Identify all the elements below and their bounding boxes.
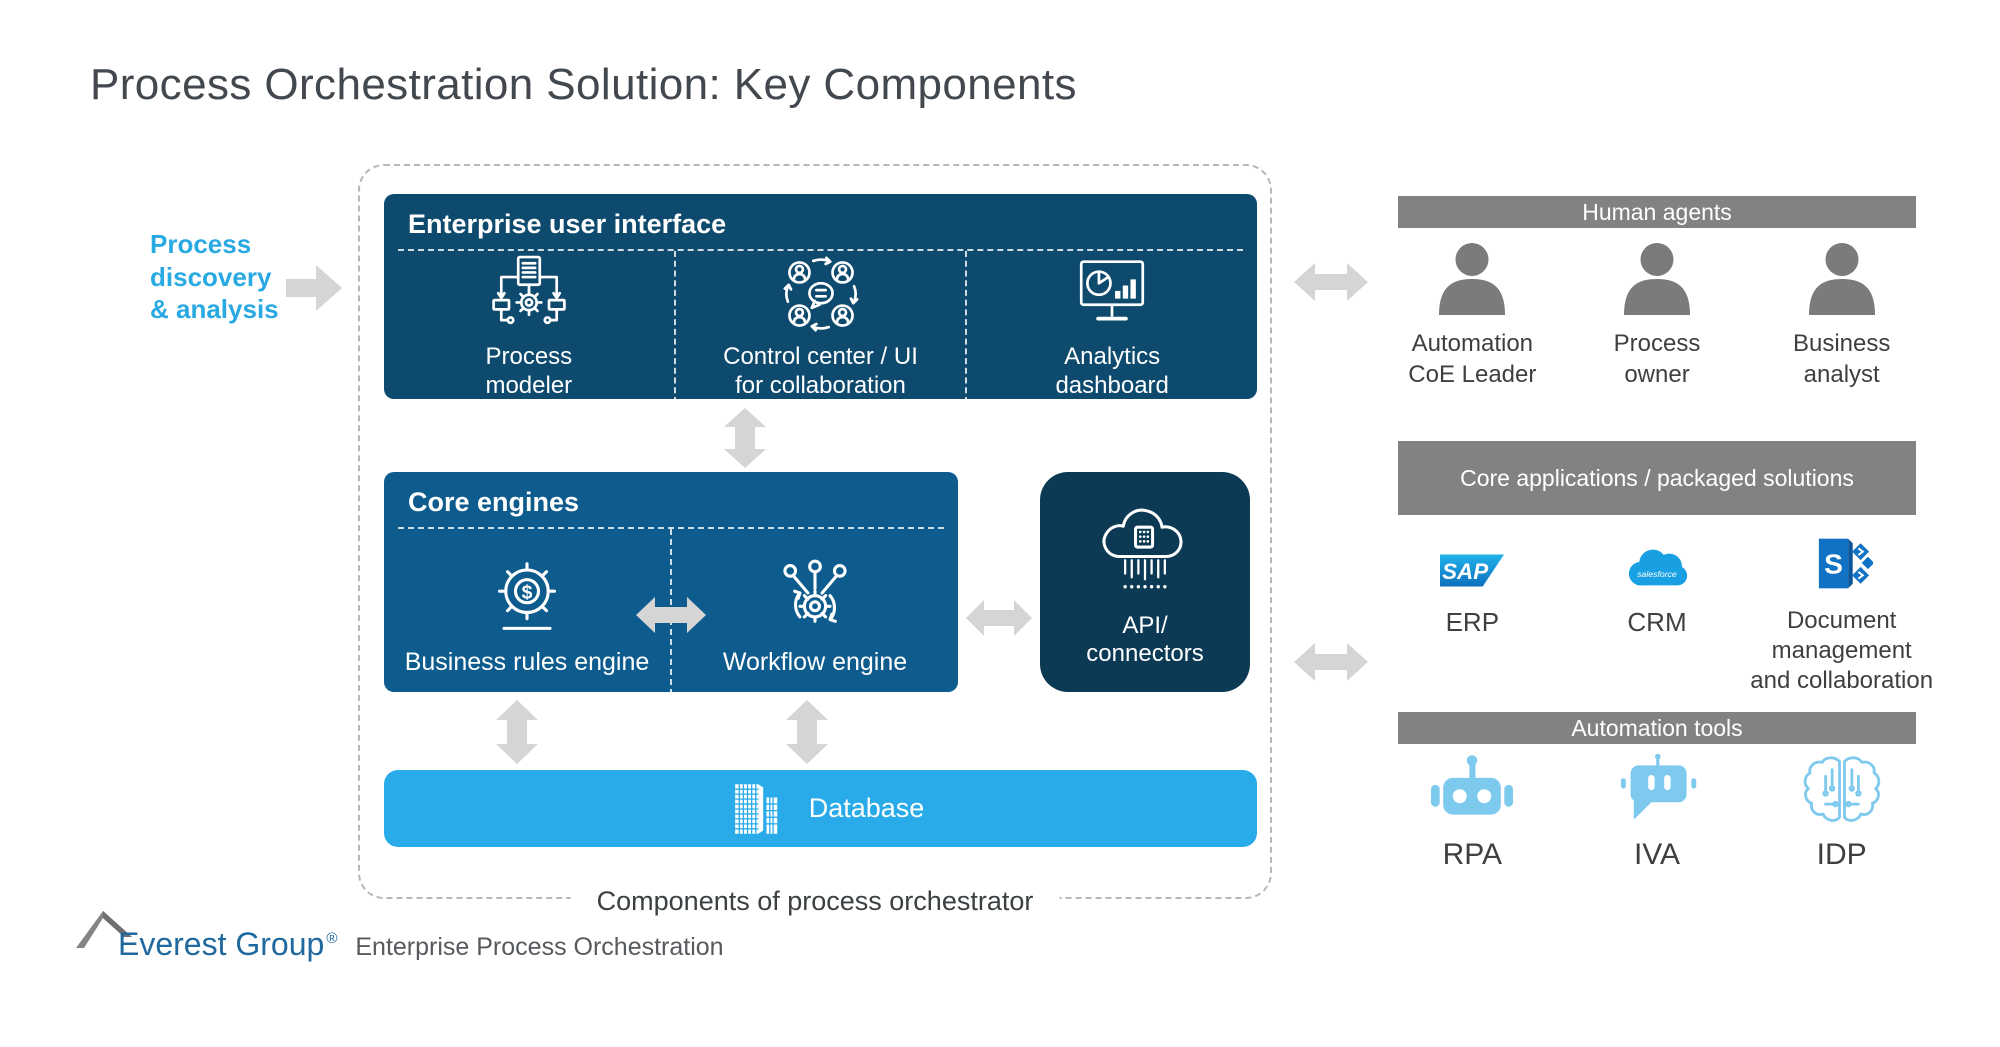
automation-tool-label: IVA (1633, 838, 1681, 871)
api-connectors-label: API/ connectors (1086, 611, 1204, 667)
database-label: Database (808, 793, 925, 823)
core-engines-item-workflow: Workflow engine (670, 529, 958, 695)
enterprise-ui-item-label: Analytics dashboard (1055, 343, 1169, 399)
enterprise-ui-item-label: Process modeler (485, 343, 573, 399)
iva-chatbot-icon (1621, 753, 1697, 820)
rpa-robot-icon (1431, 755, 1514, 815)
vertical-double-arrow-icon (496, 700, 538, 764)
page-title: Process Orchestration Solution: Key Comp… (90, 60, 1077, 109)
core-app-item-docmgmt: S Document management and collaboration (1749, 534, 1934, 696)
api-cloud-icon (1102, 508, 1183, 589)
divider (398, 527, 944, 529)
core-apps-header: Core applications / packaged solutions (1398, 441, 1916, 515)
orchestrator-caption: Components of process orchestrator (570, 886, 1060, 917)
business-rules-engine-icon: $ (498, 562, 556, 630)
core-app-item-crm: salesforce CRM (1565, 534, 1750, 696)
core-engines-title: Core engines (408, 487, 580, 517)
vertical-double-arrow-icon (724, 408, 766, 468)
human-agent-label: Automation CoE Leader (1408, 330, 1537, 389)
svg-text:SAP: SAP (1442, 559, 1488, 584)
analytics-dashboard-icon (1080, 260, 1145, 321)
human-agents-row: Automation CoE Leader Process owner Busi… (1380, 238, 1934, 390)
person-icon (1624, 243, 1690, 315)
everest-mountain-icon (76, 911, 132, 948)
automation-tools-row: RPA IVA (1380, 750, 1934, 872)
human-agent-label: Business analyst (1792, 330, 1891, 389)
process-modeler-icon (492, 255, 566, 325)
core-engines-box: Core engines $ Business rules engine (384, 472, 958, 695)
core-app-label: ERP (1445, 607, 1500, 637)
core-engines-item-label: Business rules engine (404, 647, 650, 676)
human-agent-item: Automation CoE Leader (1380, 238, 1565, 390)
human-agent-item: Business analyst (1749, 238, 1934, 390)
horizontal-double-arrow-icon (966, 600, 1032, 636)
automation-tool-label: IDP (1816, 838, 1867, 871)
idp-brain-icon (1803, 756, 1880, 822)
collaboration-icon (783, 256, 858, 332)
svg-text:$: $ (522, 581, 533, 603)
automation-tool-item-iva: IVA (1565, 750, 1750, 872)
automation-tool-label: RPA (1442, 838, 1503, 871)
orchestrator-container: Components of process orchestrator (358, 164, 1272, 917)
api-connectors-box: API/ connectors (1040, 472, 1250, 692)
process-discovery-label: Process discovery & analysis (150, 229, 279, 324)
person-icon (1808, 243, 1875, 315)
enterprise-ui-item-label: Control center / UI for collaboration (723, 343, 918, 399)
database-building-icon (734, 783, 777, 834)
footer-subtitle: Enterprise Process Orchestration (355, 933, 724, 961)
human-agents-header: Human agents (1398, 196, 1916, 228)
enterprise-ui-item-process-modeler: Process modeler (384, 251, 674, 403)
horizontal-double-arrow-icon (636, 597, 706, 633)
automation-tool-item-idp: IDP (1749, 750, 1934, 872)
divider (398, 249, 1243, 251)
core-app-label: CRM (1627, 607, 1687, 637)
core-app-label: Document management and collaboration (1750, 607, 1934, 694)
vertical-double-arrow-icon (786, 700, 828, 764)
right-arrow-icon (286, 265, 342, 311)
core-apps-row: SAP ERP salesforce CRM (1380, 534, 1934, 696)
automation-tool-item-rpa: RPA (1380, 750, 1565, 872)
core-engines-item-business-rules: $ Business rules engine (384, 529, 670, 695)
svg-text:salesforce: salesforce (1637, 569, 1677, 579)
workflow-engine-icon (783, 559, 847, 623)
database-bar: Database (384, 770, 1257, 847)
enterprise-ui-box: Enterprise user interface (384, 194, 1257, 403)
automation-tools-header: Automation tools (1398, 712, 1916, 744)
horizontal-double-arrow-icon (1294, 263, 1368, 301)
core-app-item-erp: SAP ERP (1380, 534, 1565, 696)
human-agent-label: Process owner (1613, 330, 1701, 389)
everest-group-wordmark: Everest Group (118, 926, 325, 962)
human-agent-item: Process owner (1565, 238, 1750, 390)
enterprise-ui-item-analytics: Analytics dashboard (965, 251, 1257, 403)
enterprise-ui-title: Enterprise user interface (408, 209, 727, 239)
enterprise-ui-item-control-center: Control center / UI for collaboration (673, 251, 966, 403)
horizontal-double-arrow-icon (1294, 643, 1368, 681)
svg-text:S: S (1824, 548, 1843, 580)
person-icon (1439, 243, 1506, 315)
core-engines-item-label: Workflow engine (722, 647, 908, 676)
sap-logo: SAP (1440, 554, 1505, 587)
sharepoint-logo: S (1818, 538, 1873, 589)
salesforce-logo: salesforce (1628, 549, 1688, 586)
registered-trademark: ® (326, 930, 338, 947)
footer-brand-row: Everest Group ® Enterprise Process Orche… (118, 926, 724, 963)
